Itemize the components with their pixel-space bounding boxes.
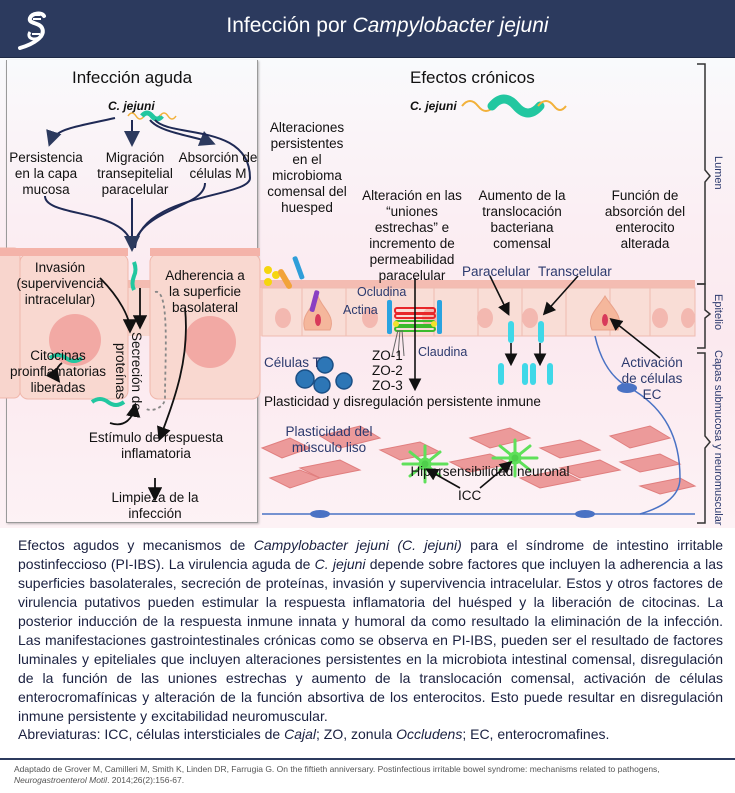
infection-clearance-label: Limpieza de la infección bbox=[111, 490, 199, 521]
caption-italic: C. jejuni bbox=[314, 556, 366, 572]
chronic-epithelial-cells bbox=[261, 287, 696, 337]
diagram-graphics bbox=[0, 63, 712, 524]
citation-text: . 2014;26(2):156-67. bbox=[107, 775, 185, 785]
tight-junctions-label: Alteración en las “uniones estrechas” e … bbox=[362, 188, 462, 283]
abbr-italic: Occludens bbox=[396, 726, 463, 742]
divider bbox=[0, 758, 735, 760]
claudin-label: Claudina bbox=[418, 345, 468, 359]
source-citation: Adaptado de Grover M, Camilleri M, Smith… bbox=[14, 764, 724, 786]
actin-label: Actina bbox=[343, 303, 378, 317]
adherence-label: Adherencia a la superficie basolateral bbox=[165, 268, 245, 315]
title-prefix: Infección por bbox=[226, 14, 353, 37]
citation-journal: Neurogastroenterol Motil bbox=[14, 775, 108, 785]
caption-text: Efectos agudos y mecanismos de bbox=[18, 537, 254, 553]
neuron-body bbox=[575, 510, 595, 518]
abbreviations: Abreviaturas: ICC, células intersticiale… bbox=[18, 726, 723, 742]
protein-secretion-label: Secreción de proteínas bbox=[113, 331, 144, 411]
neuron-body bbox=[310, 510, 330, 518]
c-jejuni-acute-icon bbox=[127, 110, 177, 122]
page-title: Infección por Campylobacter jejuni bbox=[0, 14, 735, 38]
route-migration: Migración transepitelial paracelular bbox=[97, 150, 173, 197]
acute-organism-label: C. jejuni bbox=[108, 99, 155, 113]
t-cells bbox=[295, 356, 353, 394]
route-persistence: Persistencia en la capa mucosa bbox=[9, 150, 83, 197]
occludin-label: Ocludina bbox=[357, 285, 407, 299]
caption-text: depende sobre factores que incluyen la a… bbox=[18, 556, 723, 724]
layer-brackets bbox=[697, 63, 712, 524]
immune-dysregulation-label: Plasticidad y disregulación persistente … bbox=[264, 394, 541, 409]
header-bar: Infección por Campylobacter jejuni bbox=[0, 0, 735, 58]
smooth-muscle-label: Plasticidad del músculo liso bbox=[285, 424, 373, 455]
nucleus bbox=[49, 314, 101, 366]
chronic-title: Efectos crónicos bbox=[410, 68, 535, 87]
basolateral-bacterium bbox=[90, 397, 126, 407]
transcellular-label: Transcelular bbox=[538, 264, 612, 279]
layer-lumen-label: Lumen bbox=[712, 156, 724, 190]
zo-2-label: ZO-2 bbox=[372, 363, 403, 378]
caption-text: para el síndrome de intestino irritable … bbox=[18, 537, 723, 572]
intracellular-bacterium bbox=[48, 353, 84, 363]
acute-title: Infección aguda bbox=[72, 68, 193, 87]
translocating-bacteria bbox=[498, 321, 553, 385]
cytokines-label: Citocinas proinflamatorias liberadas bbox=[9, 348, 107, 395]
layer-epithelium-label: Epitelio bbox=[712, 294, 724, 331]
route-m-cells: Absorción de células M bbox=[178, 150, 258, 181]
nerve-fibers bbox=[262, 335, 695, 515]
chronic-arrows bbox=[408, 275, 661, 489]
caption-italic: Campylobacter jejuni (C. jejuni) bbox=[253, 537, 462, 553]
invading-bacterium bbox=[130, 261, 138, 291]
acute-epithelial-cells bbox=[0, 247, 261, 400]
abbr-italic: Cajal bbox=[284, 726, 317, 742]
abbr-text: Abreviaturas: ICC, células intersticiale… bbox=[18, 726, 285, 742]
neuronal-hypersensitivity-label: Hipersensibilidad neuronal bbox=[410, 464, 570, 479]
zo-3-label: ZO-3 bbox=[372, 378, 403, 393]
figure-caption: Efectos agudos y mecanismos de Campyloba… bbox=[18, 536, 723, 726]
absorption-label: Función de absorción del enterocito alte… bbox=[604, 188, 686, 251]
neuron-body bbox=[617, 383, 637, 393]
abbr-text: ; EC, enterocromafines. bbox=[462, 726, 610, 742]
abbr-text: ; ZO, zonula bbox=[316, 726, 397, 742]
layer-submucosa-label: Capas submucosa y neuromuscular bbox=[712, 350, 724, 526]
microbiome-label: Alteraciones persistentes en el microbio… bbox=[267, 120, 347, 215]
ec-activation-label: Activación de células EC bbox=[621, 355, 683, 402]
title-organism: Campylobacter jejuni bbox=[352, 14, 549, 37]
t-cells-label: Células T bbox=[264, 355, 321, 370]
commensal-bacteria bbox=[264, 256, 320, 312]
diagram-figure: Infección aguda C. jejuni Persistencia e… bbox=[0, 58, 735, 528]
acute-arrows bbox=[44, 117, 252, 252]
acute-black-arrows bbox=[45, 277, 187, 502]
inflammatory-stimulus-label: Estímulo de respuesta inflamatoria bbox=[88, 430, 224, 461]
paracellular-label: Paracelular bbox=[462, 264, 531, 279]
nucleus bbox=[184, 316, 236, 368]
zo-1-label: ZO-1 bbox=[372, 348, 403, 363]
icc-label: ICC bbox=[458, 488, 482, 503]
invasion-label: Invasión (supervivencia intracelular) bbox=[16, 260, 104, 307]
translocation-label: Aumento de la translocación bacteriana c… bbox=[478, 188, 566, 251]
citation-text: Adaptado de Grover M, Camilleri M, Smith… bbox=[14, 764, 660, 774]
chronic-organism-label: C. jejuni bbox=[410, 99, 457, 113]
dna-helix-logo-icon bbox=[18, 11, 46, 50]
c-jejuni-chronic-icon bbox=[461, 94, 567, 118]
